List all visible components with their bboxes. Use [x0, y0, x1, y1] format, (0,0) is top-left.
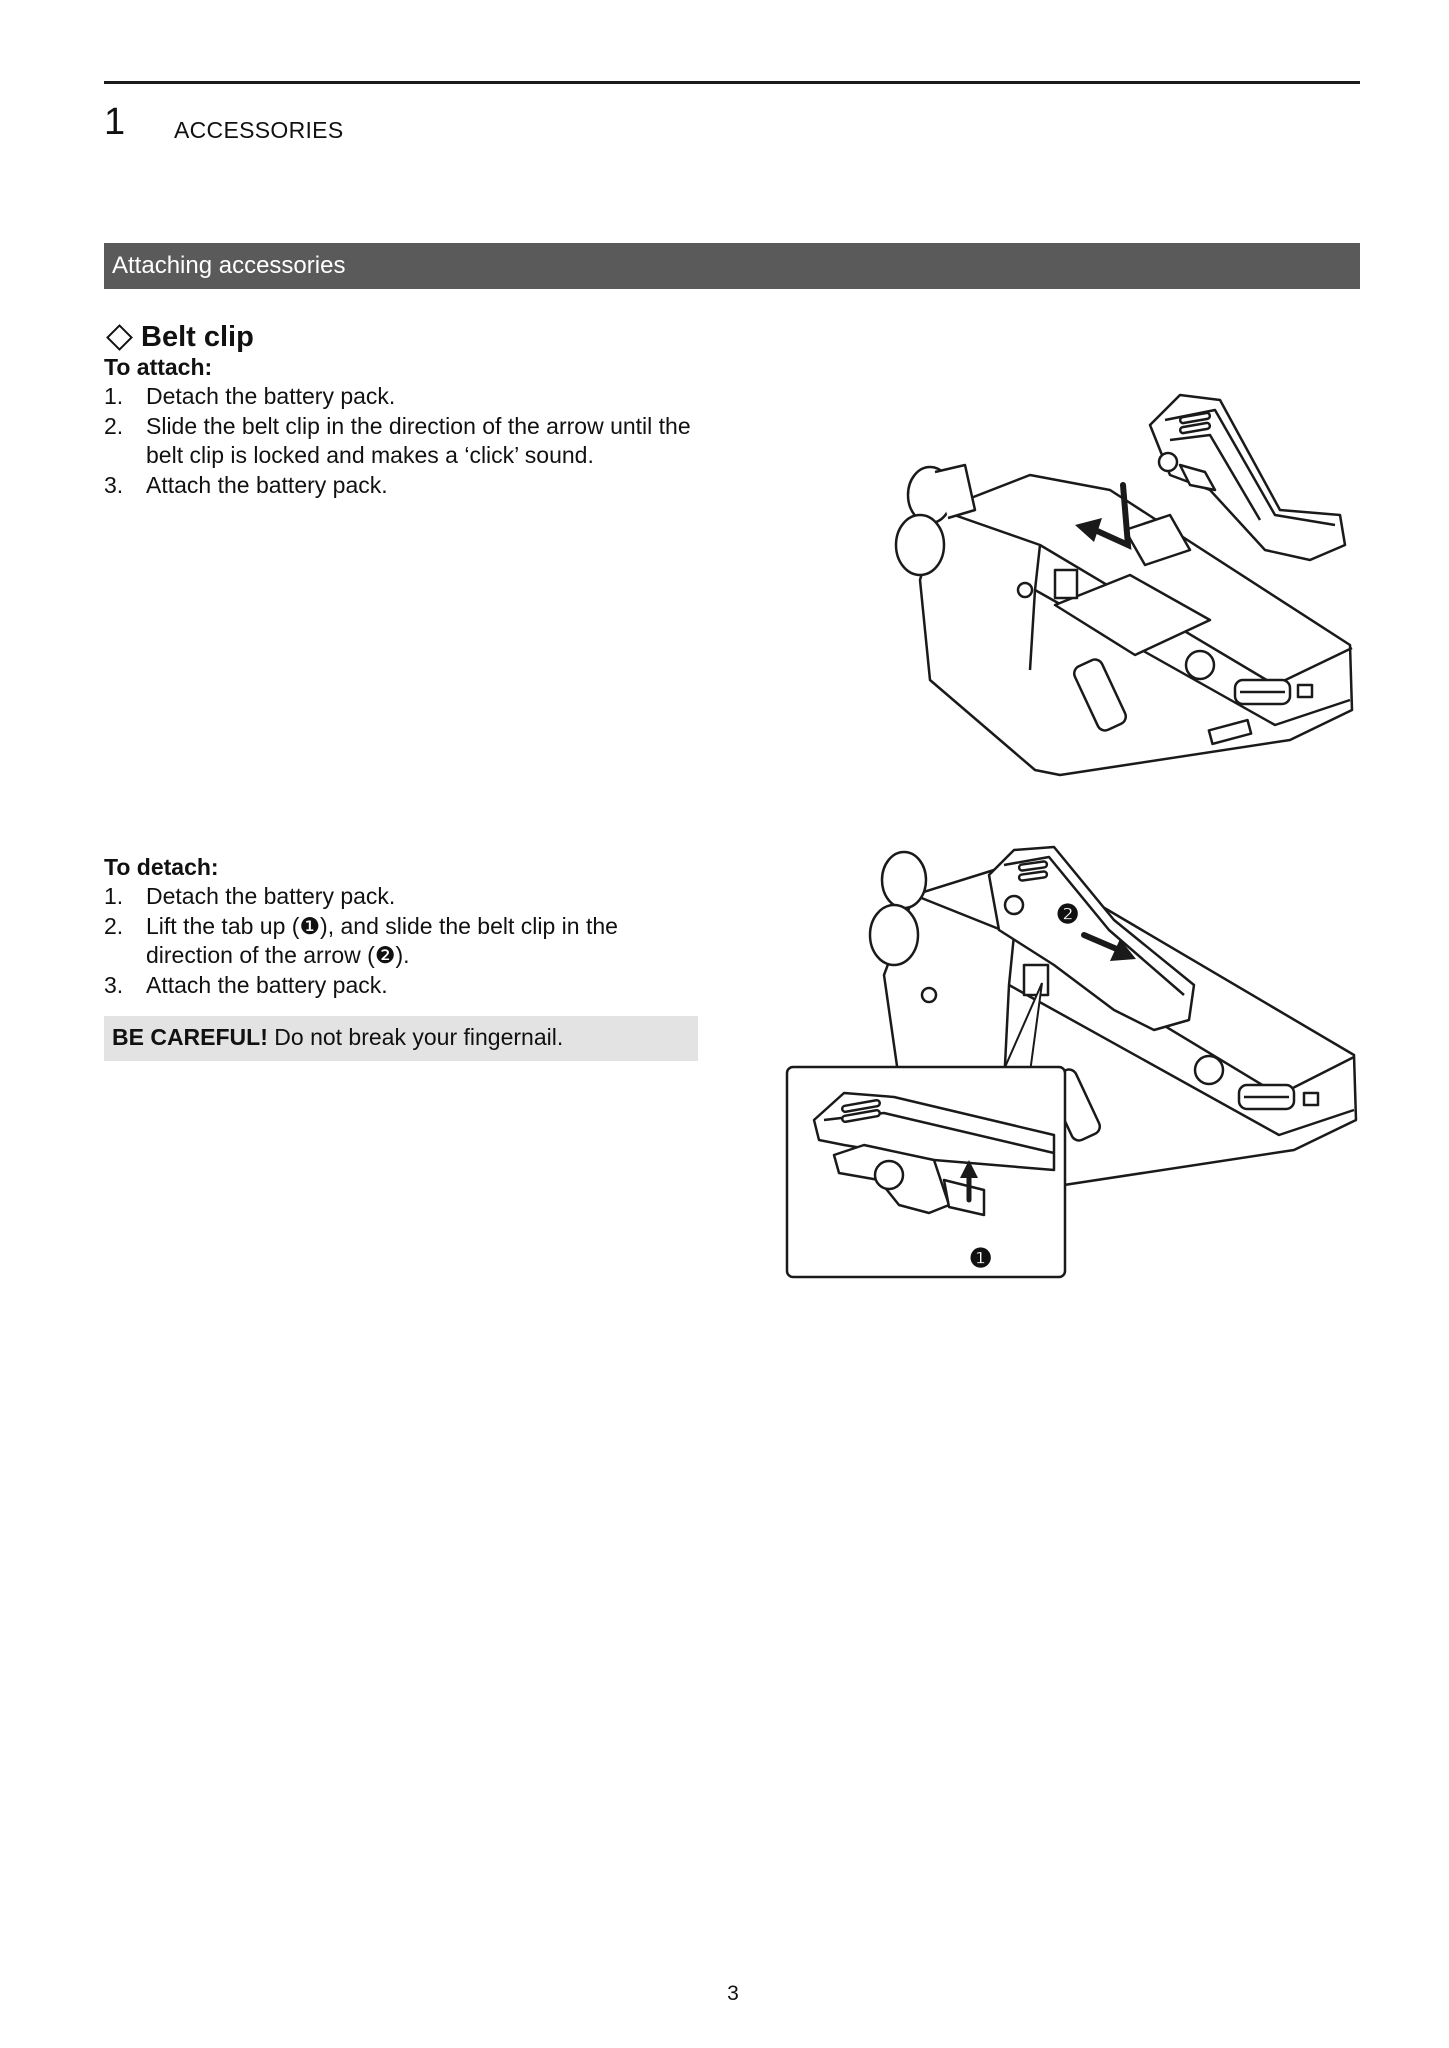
caution-box: [104, 1016, 698, 1061]
detach-illustration: ❷ ❶: [785, 845, 1358, 1279]
attach-illustration: [894, 393, 1354, 777]
caution-message: Do not break your fingernail.: [267, 1024, 564, 1050]
step-text: Slide the belt clip in the direction of …: [146, 412, 691, 469]
diamond-icon: [106, 323, 133, 351]
step-number: 2.: [104, 912, 124, 939]
step-number: 3.: [104, 971, 124, 998]
caution-strong: BE CAREFUL!: [112, 1024, 268, 1050]
list-item: 1. Detach the battery pack.: [104, 382, 704, 412]
step-text: Detach the battery pack.: [146, 383, 396, 409]
list-item: 2. Lift the tab up (❶), and slide the be…: [104, 912, 704, 971]
step-number: 1.: [104, 883, 124, 909]
step-text: Attach the battery pack.: [146, 971, 388, 998]
step-number: 2.: [104, 412, 124, 439]
page-number: 3: [727, 1982, 739, 2005]
step-number: 1.: [104, 383, 124, 409]
section-title: Attaching accessories: [112, 252, 346, 279]
detach-label: To detach:: [104, 854, 219, 880]
list-item: 3. Attach the battery pack.: [104, 471, 704, 501]
step-text: Lift the tab up (❶), and slide the belt …: [146, 912, 618, 969]
callout-one: ❶: [969, 1243, 992, 1273]
section-bar: [104, 243, 1360, 289]
chapter-title: ACCESSORIES: [174, 117, 344, 143]
belt-clip-heading-text: Belt clip: [141, 321, 254, 353]
list-item: 3. Attach the battery pack.: [104, 971, 704, 1001]
list-item: 2. Slide the belt clip in the direction …: [104, 412, 704, 471]
list-item: 1. Detach the battery pack.: [104, 882, 704, 912]
chapter-number: 1: [104, 101, 126, 143]
step-text: Attach the battery pack.: [146, 471, 388, 498]
attach-steps: 1. Detach the battery pack. 2. Slide the…: [104, 382, 704, 500]
detach-steps: 1. Detach the battery pack. 2. Lift the …: [104, 882, 704, 1000]
step-number: 3.: [104, 471, 124, 498]
belt-clip-heading: Belt clip: [104, 320, 254, 354]
attach-label: To attach:: [104, 354, 213, 380]
caution-text: BE CAREFUL! Do not break your fingernail…: [112, 1022, 563, 1052]
top-rule: [104, 81, 1360, 84]
callout-two: ❷: [1056, 899, 1079, 929]
step-text: Detach the battery pack.: [146, 883, 396, 909]
